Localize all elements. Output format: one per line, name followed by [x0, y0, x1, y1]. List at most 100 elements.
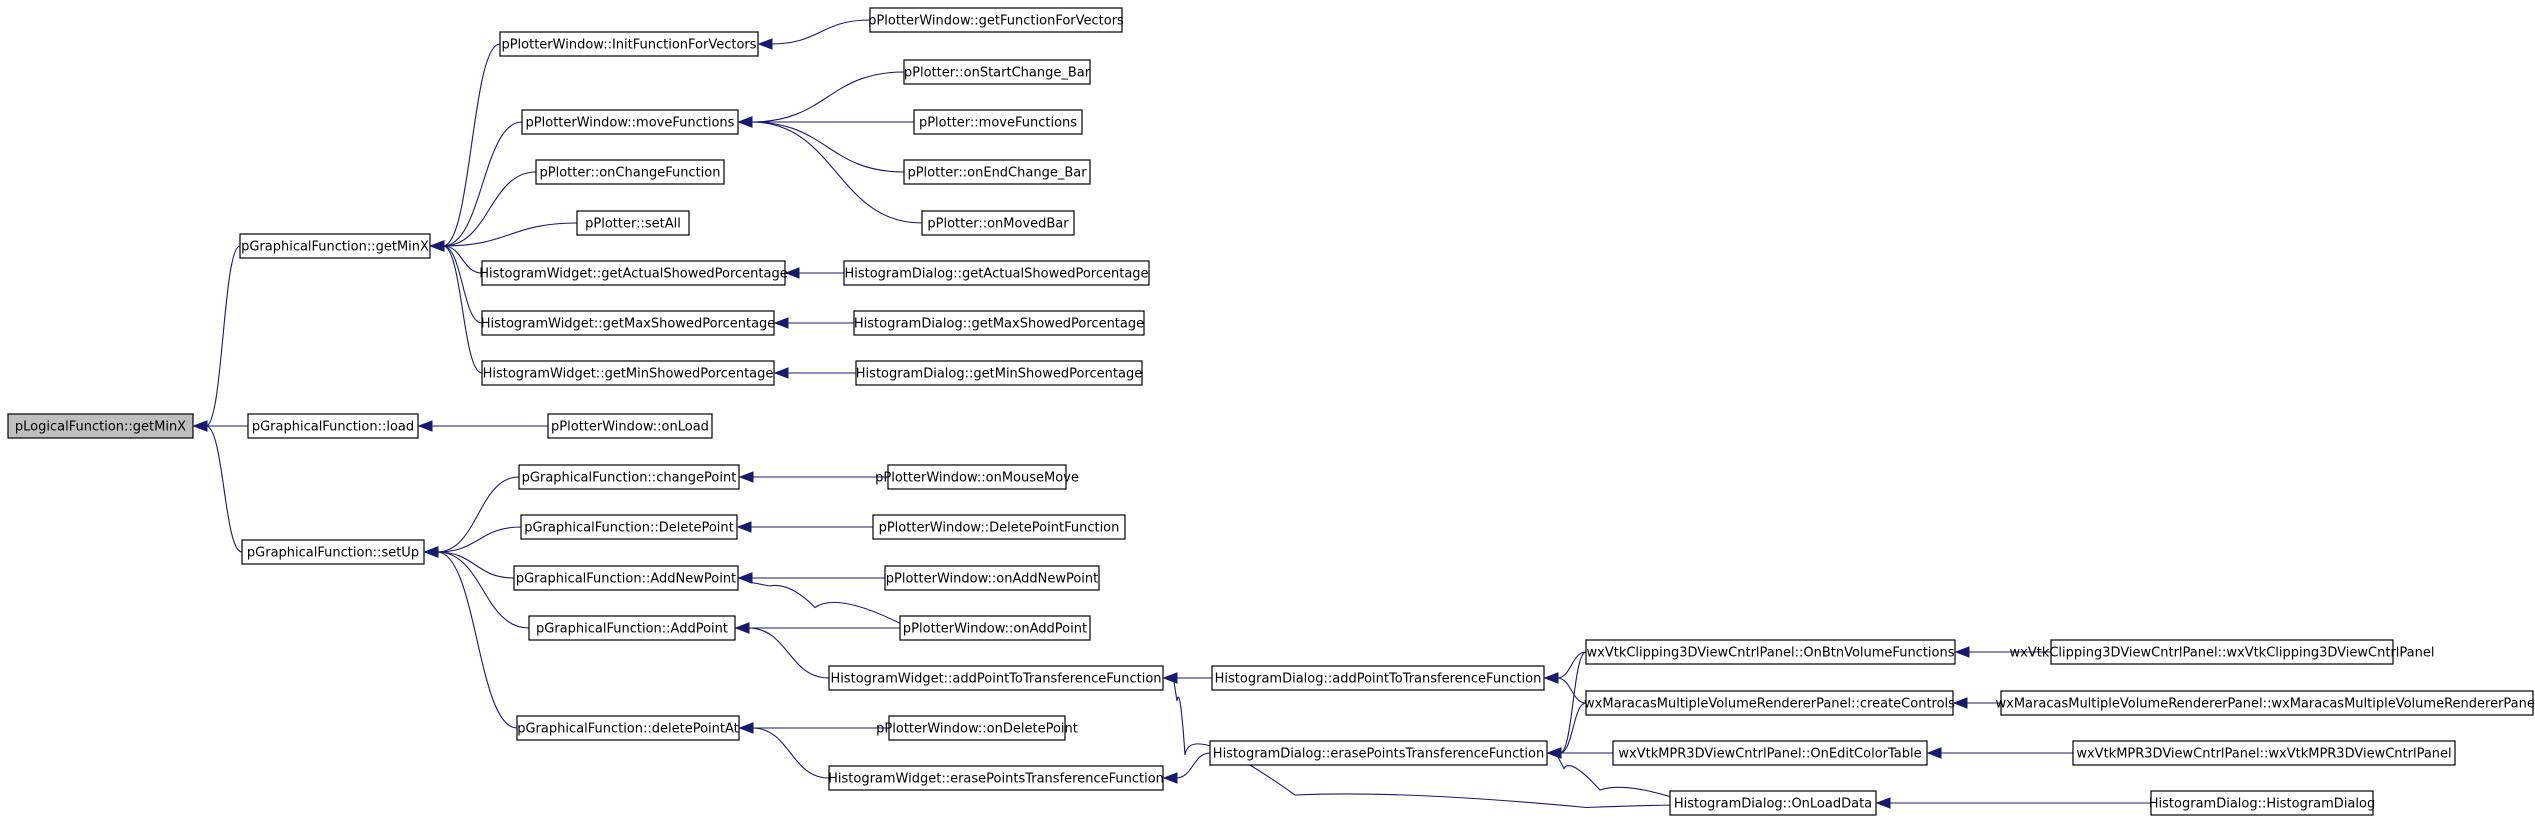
node-label: pPlotterWindow::getFunctionForVectors [868, 14, 1124, 29]
function-node[interactable]: pGraphicalFunction::changePoint [518, 464, 740, 490]
edge-line [436, 551, 518, 729]
function-node[interactable]: pGraphicalFunction::AddPoint [528, 615, 736, 641]
edge-n40-to-n36 [1926, 747, 2073, 759]
edge-n12-to-n5 [737, 71, 905, 128]
edge-line [442, 245, 483, 274]
edge-n25-to-n20 [738, 471, 888, 483]
function-node[interactable]: pGraphicalFunction::getMinX [239, 233, 431, 259]
edge-n24-to-n3 [423, 546, 518, 729]
node-label: HistogramWidget::erasePointsTransference… [828, 772, 1164, 787]
node-label: HistogramDialog::erasePointsTransference… [1213, 747, 1544, 762]
function-node[interactable]: wxVtkMPR3DViewCntrlPanel::OnEditColorTab… [1612, 740, 1928, 766]
function-node[interactable]: pPlotter::onChangeFunction [535, 159, 725, 185]
edge-line [747, 627, 830, 679]
node-label: pGraphicalFunction::DeletePoint [524, 521, 734, 536]
node-box [481, 260, 786, 286]
edge-n9-to-n1 [429, 240, 483, 324]
node-label: pPlotter::onMovedBar [927, 217, 1069, 232]
function-node[interactable]: wxVtkMPR3DViewCntrlPanel::wxVtkMPR3DView… [2072, 740, 2456, 766]
edge-n28-to-n23 [734, 622, 900, 634]
function-node[interactable]: HistogramDialog::addPointToTransferenceF… [1211, 665, 1545, 691]
edge-line [442, 222, 578, 247]
edge-line [750, 71, 905, 123]
function-node[interactable]: pPlotterWindow::moveFunctions [521, 109, 739, 135]
edge-line [442, 171, 537, 247]
edge-n27-to-n22 [737, 572, 885, 584]
function-node[interactable]: HistogramDialog::getActualShowedPorcenta… [843, 260, 1150, 286]
edge-line [442, 121, 523, 247]
node-box [903, 59, 1091, 85]
function-node[interactable]: pPlotterWindow::InitFunctionForVectors [499, 31, 759, 57]
function-node[interactable]: HistogramWidget::getMinShowedPorcentage [481, 360, 775, 386]
root-function-node[interactable]: pLogicalFunction::getMinX [7, 413, 194, 439]
function-node[interactable]: pPlotterWindow::onLoad [547, 413, 713, 439]
node-box [547, 413, 713, 439]
function-node[interactable]: HistogramWidget::getActualShowedPorcenta… [479, 260, 788, 286]
edge-line [205, 245, 241, 427]
node-box [2072, 740, 2456, 766]
arrowhead [757, 38, 773, 50]
arrowhead [192, 420, 208, 432]
node-label: pPlotterWindow::moveFunctions [526, 116, 735, 131]
node-layer: pLogicalFunction::getMinXpGraphicalFunct… [7, 7, 2535, 816]
function-node[interactable]: wxMaracasMultipleVolumeRendererPanel::wx… [1996, 690, 2535, 716]
function-node[interactable]: pPlotter::onEndChange_Bar [903, 159, 1091, 185]
node-box [2050, 639, 2394, 665]
function-node[interactable]: pGraphicalFunction::load [247, 413, 419, 439]
node-box [869, 7, 1123, 33]
function-node[interactable]: pGraphicalFunction::deletePointAt [516, 715, 740, 741]
edge-n29-to-n23 [734, 622, 830, 679]
function-node[interactable]: wxMaracasMultipleVolumeRendererPanel::cr… [1584, 690, 1955, 716]
edge-n30-to-n24 [738, 722, 889, 734]
function-node[interactable]: pPlotter::onMovedBar [921, 210, 1075, 236]
function-node[interactable]: pPlotter::moveFunctions [913, 109, 1083, 135]
function-node[interactable]: pPlotterWindow::getFunctionForVectors [868, 7, 1124, 33]
edge-n20-to-n3 [423, 476, 520, 558]
function-node[interactable]: pGraphicalFunction::setUp [241, 539, 425, 565]
node-label: pPlotter::onStartChange_Bar [904, 66, 1091, 81]
function-node[interactable]: HistogramDialog::getMaxShowedPorcentage [853, 310, 1145, 336]
edge-n41-to-n37 [1875, 797, 2151, 809]
edge-n18-to-n10 [773, 367, 856, 379]
edge-line [1559, 651, 1587, 754]
function-node[interactable]: HistogramWidget::getMaxShowedPorcentage [481, 310, 776, 336]
function-node[interactable]: pPlotter::setAll [576, 210, 690, 236]
node-label: pPlotterWindow::onAddNewPoint [886, 572, 1099, 587]
function-node[interactable]: pPlotterWindow::onDeletePoint [876, 715, 1078, 741]
node-box [828, 765, 1164, 791]
node-box [481, 310, 775, 336]
edge-line [436, 526, 522, 553]
function-node[interactable]: HistogramWidget::erasePointsTransference… [828, 765, 1164, 791]
node-box [2000, 690, 2534, 716]
edge-line [436, 476, 520, 553]
edge-line [442, 245, 483, 374]
edge-layer [192, 19, 2151, 816]
edge-n39-to-n35 [1952, 697, 2001, 709]
node-label: pPlotter::moveFunctions [919, 116, 1077, 131]
arrowhead [784, 267, 800, 279]
function-node[interactable]: pPlotterWindow::onAddNewPoint [884, 565, 1100, 591]
function-node[interactable]: pPlotterWindow::onAddPoint [899, 615, 1091, 641]
function-node[interactable]: pGraphicalFunction::DeletePoint [520, 514, 738, 540]
edge-n26-to-n21 [736, 521, 873, 533]
node-box [239, 233, 431, 259]
function-node[interactable]: pPlotterWindow::DeletePointFunction [872, 514, 1126, 540]
node-label: pPlotter::onChangeFunction [540, 166, 721, 181]
node-label: pPlotterWindow::InitFunctionForVectors [501, 38, 756, 53]
function-node[interactable]: HistogramDialog::OnLoadData [1669, 790, 1877, 816]
function-node[interactable]: wxVtkClipping3DViewCntrlPanel::OnBtnVolu… [1585, 639, 1956, 665]
function-node[interactable]: HistogramDialog::getMinShowedPorcentage [855, 360, 1143, 386]
node-label: pGraphicalFunction::load [252, 420, 414, 435]
function-node[interactable]: HistogramDialog::HistogramDialog [2149, 790, 2375, 816]
function-node[interactable]: HistogramDialog::erasePointsTransference… [1209, 740, 1548, 766]
function-node[interactable]: pPlotter::onStartChange_Bar [903, 59, 1091, 85]
edge-n13-to-n5 [737, 116, 914, 128]
function-node[interactable]: wxVtkClipping3DViewCntrlPanel::wxVtkClip… [2010, 639, 2435, 665]
function-node[interactable]: HistogramWidget::addPointToTransferenceF… [828, 665, 1164, 691]
function-node[interactable]: pPlotterWindow::onMouseMove [875, 464, 1079, 490]
node-label: HistogramDialog::getMaxShowedPorcentage [854, 317, 1144, 332]
node-box [499, 31, 759, 57]
function-node[interactable]: pGraphicalFunction::AddNewPoint [513, 565, 739, 591]
node-label: pGraphicalFunction::AddNewPoint [516, 572, 736, 587]
